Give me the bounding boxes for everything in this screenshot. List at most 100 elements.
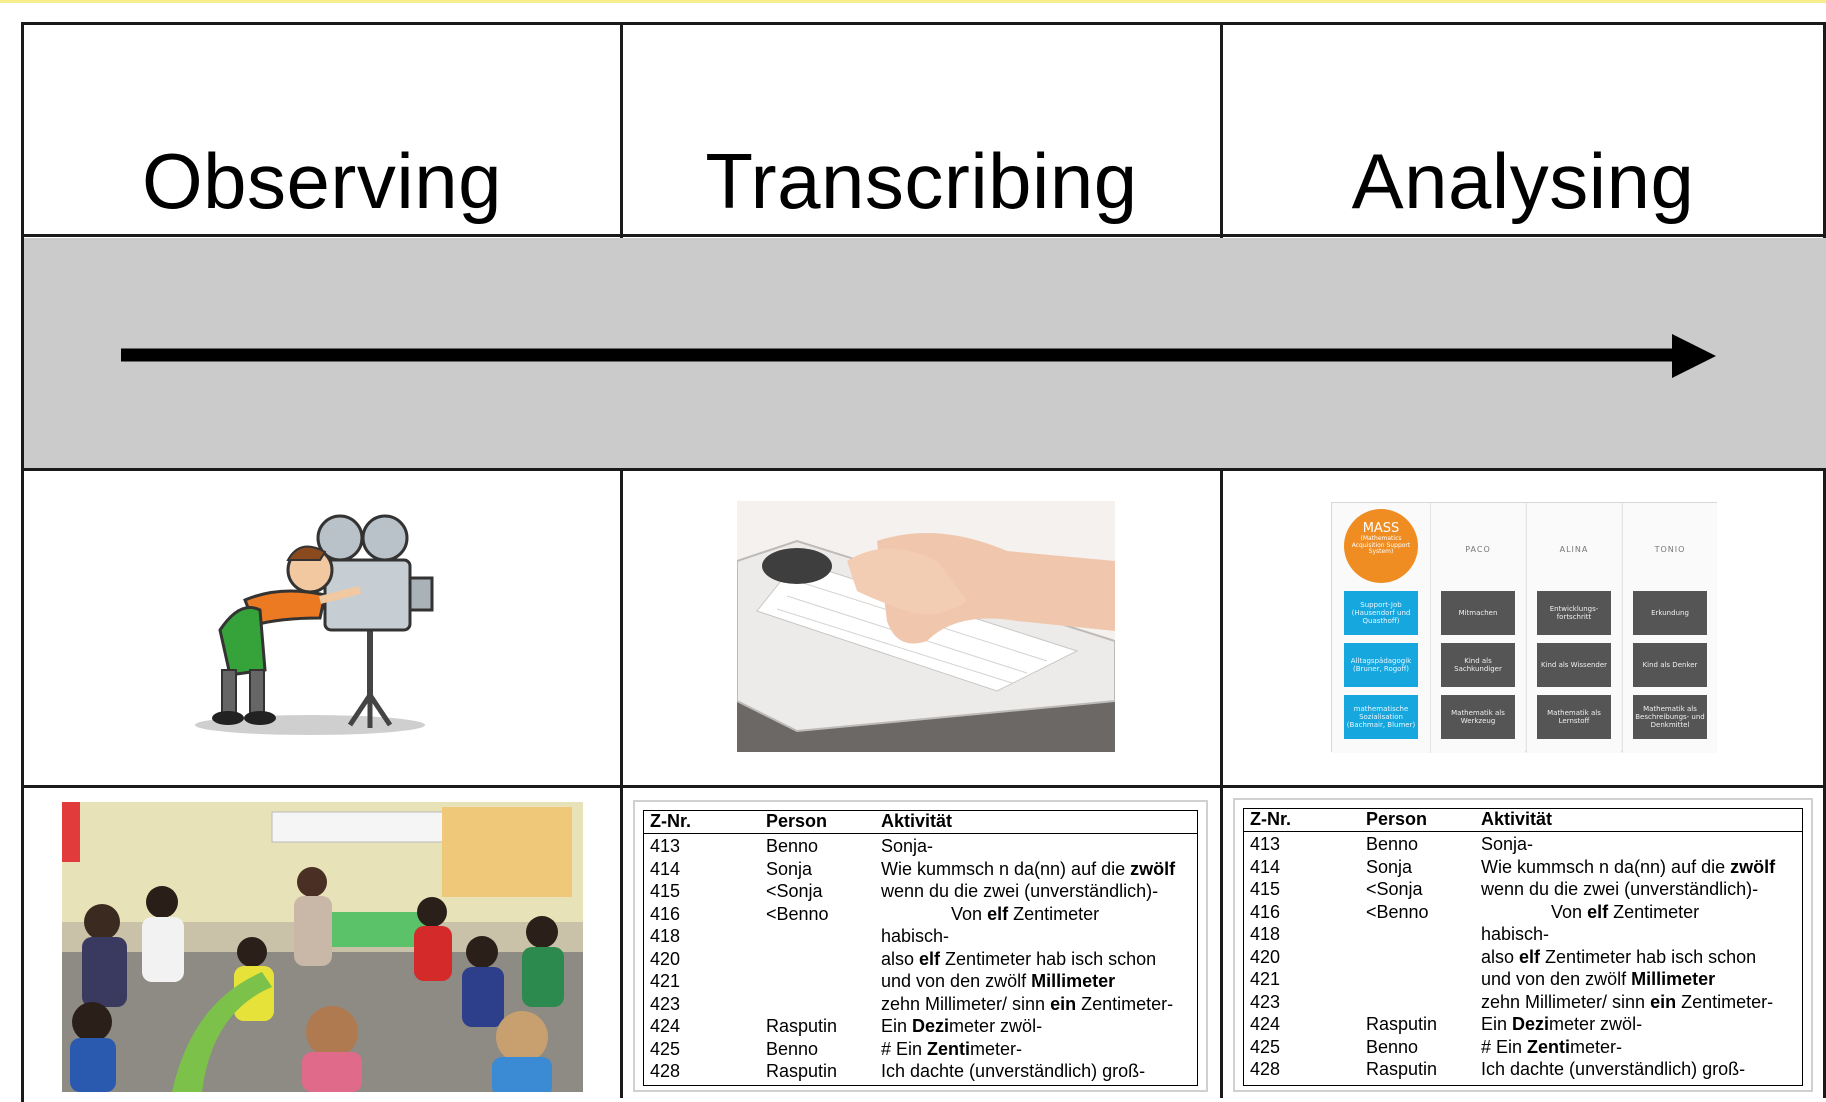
table-row: 413 Benno Sonja- [644,836,1197,858]
activity-text: habisch- [881,926,950,946]
mass-blue-box: mathematische Sozialisation (Bachmair, B… [1344,695,1418,739]
line-number: 416 [1250,901,1281,922]
tonio-column: TONIO Erkundung Kind als Denker Mathemat… [1622,503,1717,753]
line-number: 421 [1250,969,1281,989]
activity-text: Sonja- [1481,834,1534,854]
table-row: 423 zehn Millimeter/ sinn ein Zentimeter- [1244,992,1802,1014]
transcript-body: 413 Benno Sonja- 414 Sonja Wie kummsch n da(n… [643,833,1198,1086]
line-number: 420 [650,948,681,969]
line-number: 424 [650,1016,681,1036]
table-row: 421 und von den zwölf Millimeter [1244,969,1802,991]
header-observing: Observing [142,137,502,225]
activity-text: zehn Millimeter/ sinn ein Zentimeter- [881,993,1174,1014]
activity-text: Wie kummsch n da(nn) auf die zwölf [881,858,1176,879]
speaker: Rasputin [766,1061,838,1081]
table-row: 418 habisch- [644,926,1197,948]
speaker: Rasputin [1366,1014,1438,1034]
line-number: 413 [1250,834,1281,854]
speaker: <Sonja [1366,879,1423,899]
mass-blue-box: Alltagspädagogik (Bruner, Rogoff) [1344,643,1418,687]
line-number: 418 [1250,924,1281,944]
table-row: 414 Sonja Wie kummsch n da(nn) auf die zwö… [644,859,1197,881]
line-number: 414 [650,858,681,879]
line-number: 425 [1250,1036,1281,1057]
row-divider [21,468,1826,471]
activity-text: # Ein Zentimeter- [881,1038,1023,1059]
line-number: 415 [1250,879,1281,899]
speaker: Benno [766,836,819,856]
top-highlight-strip [0,0,1826,3]
activity-text: Ein Dezimeter zwöl- [881,1016,1043,1036]
line-number: 421 [650,971,681,991]
transcript-header: Z-Nr. Person Aktivität [1243,808,1803,831]
table-row: 423 zehn Millimeter/ sinn ein Zentimeter- [644,994,1197,1016]
mass-column: MASS (Mathematics Acquisition Support Sy… [1332,503,1430,753]
speaker: <Sonja [766,881,823,901]
typing-laptop-photo [737,501,1115,752]
activity-text: Ich dachte (unverständlich) groß- [881,1061,1146,1081]
speaker: Rasputin [1366,1059,1438,1079]
column-divider [620,22,623,1098]
table-row: 424 Rasputin Ein Dezimeter zwöl- [644,1016,1197,1038]
paco-column: PACO Mitmachen Kind als Sachkundiger Mat… [1430,503,1525,753]
column-divider [1823,22,1826,1098]
line-number: 424 [1250,1014,1281,1034]
line-number: 413 [650,836,681,856]
row-divider [21,785,1826,788]
speaker: Benno [1366,834,1419,854]
speaker: <Benno [1366,901,1429,922]
table-row: 421 und von den zwölf Millimeter [644,971,1197,993]
transcript-table: Z-Nr. Person Aktivität 413 Benno Sonja- 414… [633,800,1208,1092]
activity-text: und von den zwölf Millimeter [881,971,1116,991]
speaker: Benno [1366,1036,1419,1057]
classroom-photo [62,802,583,1092]
activity-text: Von elf Zentimeter [1481,901,1700,922]
activity-text: habisch- [1481,924,1550,944]
speaker: Sonja [1366,856,1413,877]
line-number: 425 [650,1038,681,1059]
activity-text: Wie kummsch n da(nn) auf die zwölf [1481,856,1776,877]
activity-text: Von elf Zentimeter [881,903,1100,924]
activity-text: also elf Zentimeter hab isch schon [1481,946,1757,967]
line-number: 414 [1250,856,1281,877]
speaker: Sonja [766,858,813,879]
table-row: 415 <Sonja wenn du die zwei (unverständlic… [1244,879,1802,901]
film-camera-cartoon-icon [195,514,434,735]
line-number: 428 [1250,1059,1281,1079]
header-analysing: Analysing [1351,137,1695,225]
line-number: 428 [650,1061,681,1081]
transcript-header: Z-Nr. Person Aktivität [643,810,1198,833]
mass-circle: MASS (Mathematics Acquisition Support Sy… [1344,509,1418,583]
speaker: Rasputin [766,1016,838,1036]
table-row: 413 Benno Sonja- [1244,834,1802,856]
row-divider [21,234,1826,237]
line-number: 423 [650,993,681,1014]
activity-text: zehn Millimeter/ sinn ein Zentimeter- [1481,991,1774,1012]
table-row: 418 habisch- [1244,924,1802,946]
header-transcribing: Transcribing [705,137,1138,225]
activity-text: wenn du die zwei (unverständlich)- [881,881,1159,901]
alina-column: ALINA Entwicklungs-fortschritt Kind als … [1526,503,1621,753]
line-number: 416 [650,903,681,924]
mass-blue-box: Support-Job (Hausendorf und Quasthoff) [1344,591,1418,635]
table-row: 428 Rasputin Ich dachte (unverständlich) g… [644,1061,1197,1083]
activity-text: Sonja- [881,836,934,856]
table-row: 416 <Benno Von elf Zentimeter [1244,902,1802,924]
activity-text: also elf Zentimeter hab isch schon [881,948,1157,969]
activity-text: und von den zwölf Millimeter [1481,969,1716,989]
speaker: <Benno [766,903,829,924]
table-row: 416 <Benno Von elf Zentimeter [644,904,1197,926]
activity-text: Ein Dezimeter zwöl- [1481,1014,1643,1034]
line-number: 423 [1250,991,1281,1012]
line-number: 418 [650,926,681,946]
table-row: 414 Sonja Wie kummsch n da(nn) auf die zwö… [1244,857,1802,879]
activity-text: wenn du die zwei (unverständlich)- [1481,879,1759,899]
